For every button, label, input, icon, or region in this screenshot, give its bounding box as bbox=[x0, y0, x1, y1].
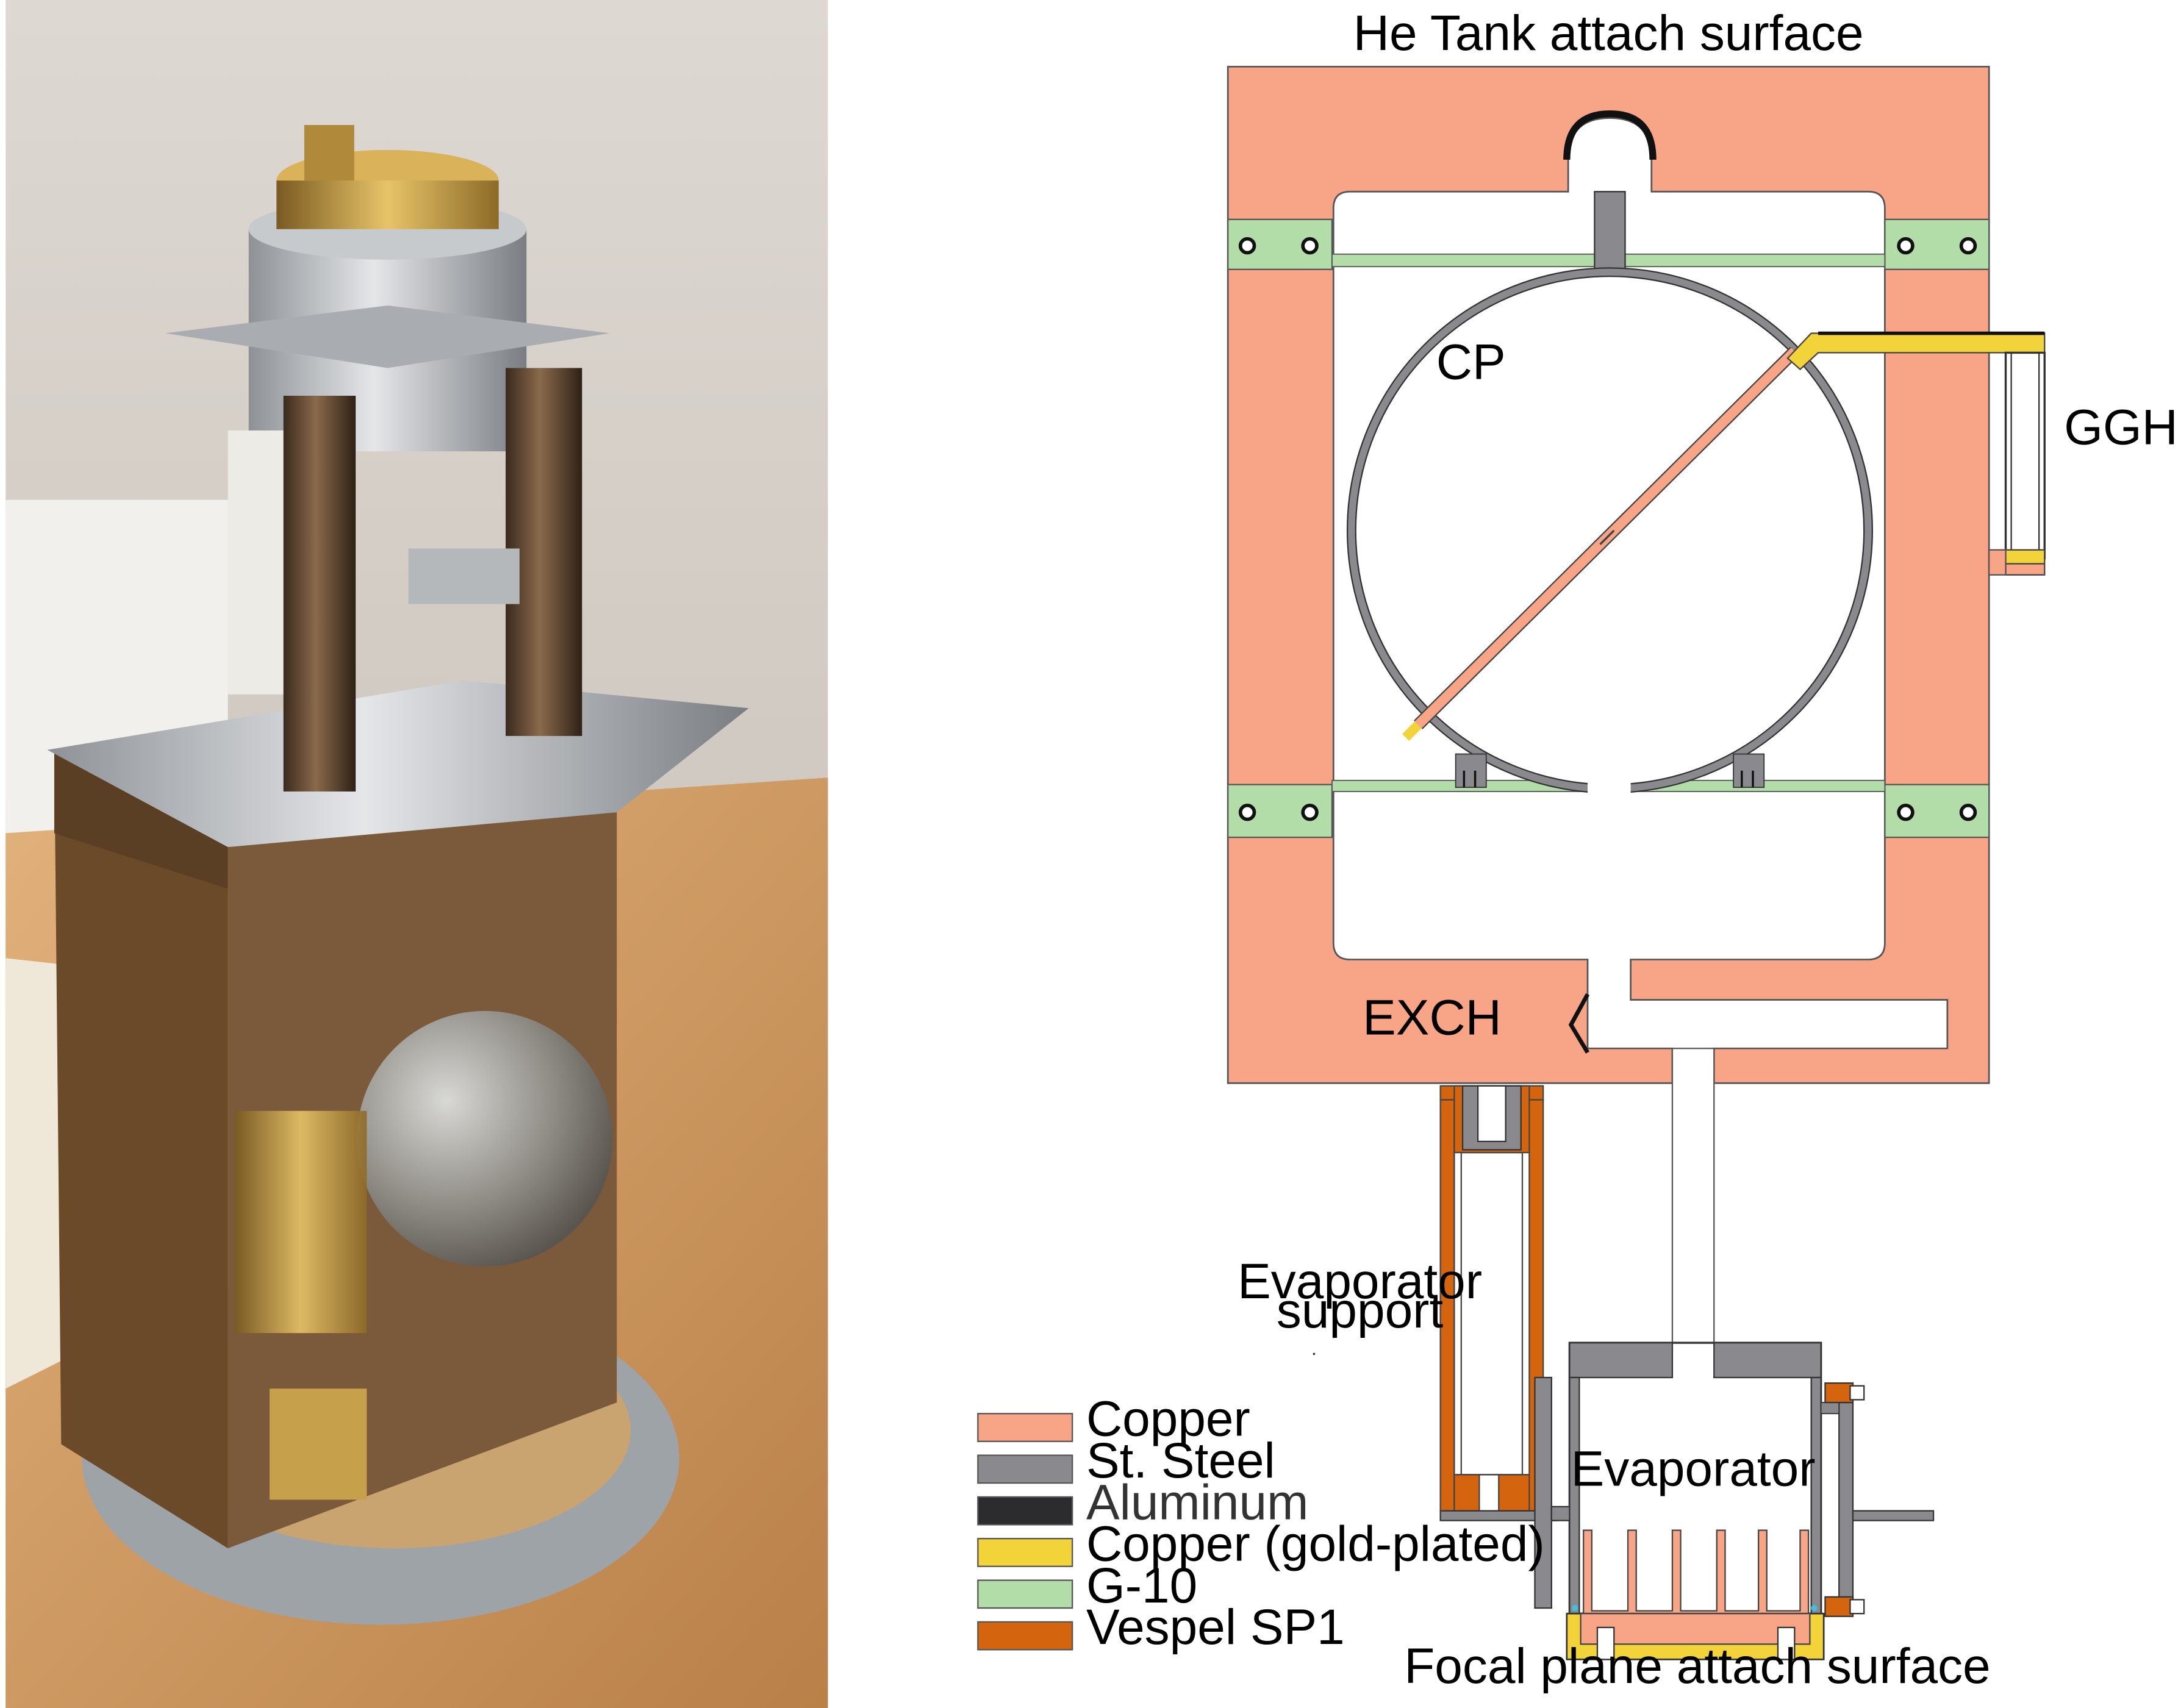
apparatus-photo bbox=[5, 0, 828, 1708]
legend-label: Vespel SP1 bbox=[1086, 1599, 1345, 1655]
label-he-tank: He Tank attach surface bbox=[1353, 5, 1864, 61]
label-evaporator: Evaporator bbox=[1571, 1442, 1816, 1497]
evaporator bbox=[1534, 1342, 1935, 1660]
legend-swatch bbox=[977, 1413, 1073, 1442]
legend-label: St. Steel bbox=[1086, 1433, 1275, 1488]
legend-swatch bbox=[977, 1621, 1073, 1651]
label-cp: CP bbox=[1436, 335, 1506, 390]
top-steel-tube bbox=[1594, 191, 1626, 270]
g10-band-upper bbox=[1227, 218, 1990, 270]
cross-section-diagram: He Tank attach surface CP GGHSW EXCH Eva… bbox=[1227, 5, 2178, 1694]
pump-tube bbox=[1671, 1048, 1715, 1344]
legend-swatch bbox=[977, 1454, 1073, 1484]
copper-body bbox=[1227, 65, 1990, 1084]
legend-label: G-10 bbox=[1086, 1558, 1197, 1613]
legend-label: Aluminum bbox=[1086, 1474, 1308, 1530]
label-evaporator-support-2: support bbox=[1277, 1283, 1444, 1338]
gghsw-switch bbox=[1988, 351, 2046, 576]
legend-label: Copper bbox=[1086, 1392, 1250, 1447]
legend-swatch bbox=[977, 1496, 1073, 1526]
legend-swatch bbox=[977, 1579, 1073, 1609]
dome-cap bbox=[1563, 110, 1657, 160]
label-exch: EXCH bbox=[1363, 990, 1502, 1046]
legend-label: Copper (gold-plated) bbox=[1086, 1517, 1545, 1572]
diagonal-rod bbox=[1402, 346, 1799, 741]
legend-swatch bbox=[977, 1538, 1073, 1567]
label-gghsw: GGHSW bbox=[2064, 400, 2178, 456]
evaporator-support bbox=[1439, 1085, 1558, 1521]
sphere-feet bbox=[1455, 753, 1765, 788]
label-focal-plane: Focal plane attach surface bbox=[1404, 1638, 1990, 1694]
exch-chevron bbox=[1568, 993, 1590, 1054]
label-evaporator-support-1: Evaporator bbox=[1238, 1254, 1482, 1309]
